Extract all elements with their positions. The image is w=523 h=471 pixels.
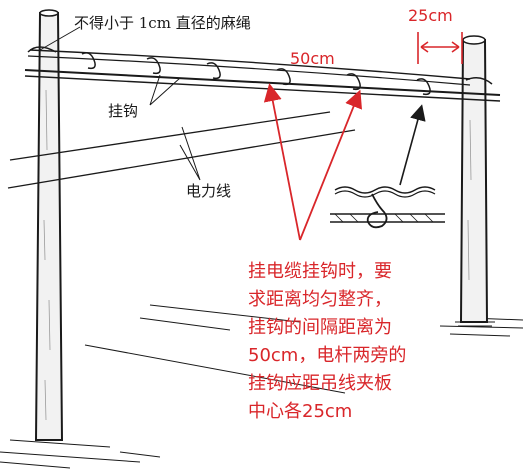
- hook-icon: [146, 57, 161, 75]
- note-line: 50cm，电杆两旁的: [248, 345, 407, 366]
- right-pole: [455, 35, 495, 327]
- leader-lines: [39, 26, 201, 181]
- cable-hooks: [81, 52, 431, 96]
- detail-pointer: [399, 104, 426, 186]
- hook-detail: [330, 186, 445, 229]
- left-pole: [34, 9, 64, 441]
- note-line: 求距离均匀整齐，: [248, 289, 392, 310]
- note-line: 挂钩的间隔距离为: [248, 317, 392, 338]
- hook-icon: [416, 78, 431, 96]
- ground-hatching: [0, 304, 523, 469]
- spacing-label: 50cm: [290, 49, 335, 68]
- edge-dimension: [417, 32, 463, 64]
- edge-distance-label: 25cm: [408, 6, 453, 25]
- note-line: 中心各25cm: [248, 401, 353, 422]
- note-line: 挂钩应距吊线夹板: [248, 373, 392, 394]
- messenger-wire: [24, 46, 501, 102]
- hook-label: 挂钩: [108, 102, 139, 120]
- hook-icon: [206, 62, 221, 80]
- note-line: 挂电缆挂钩时，要: [248, 261, 392, 282]
- installation-note: 挂电缆挂钩时，要 求距离均匀整齐， 挂钩的间隔距离为 50cm，电杆两旁的 挂钩…: [248, 258, 406, 426]
- hook-icon: [346, 73, 361, 91]
- hook-icon: [276, 68, 291, 86]
- power-line-label: 电力线: [186, 182, 232, 200]
- hook-icon: [81, 52, 96, 70]
- rope-label: 不得小于 1cm 直径的麻绳: [74, 14, 251, 32]
- red-pointers: [263, 83, 362, 241]
